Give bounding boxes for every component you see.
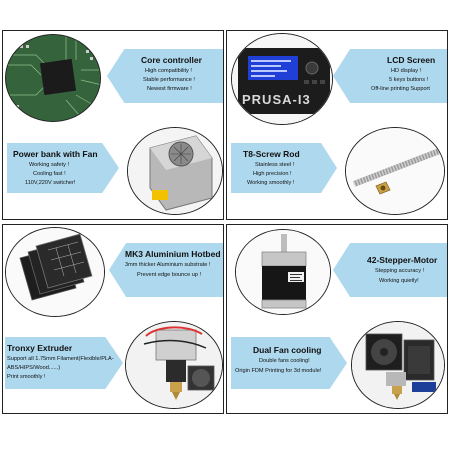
- feature-panel-core-controller: Core controller High compatibility ! Sta…: [2, 30, 224, 220]
- feature-panel-lcd-screen: PRUSA-I3 LCD Screen HD display ! 5 keys …: [226, 30, 448, 220]
- feature-line: HD display !: [391, 68, 422, 74]
- feature-title: LCD Screen: [387, 55, 436, 65]
- feature-line: Stainless steel !: [255, 162, 295, 168]
- feature-line: Double fans cooling!: [259, 358, 310, 364]
- feature-title: T8-Screw Rod: [243, 149, 300, 159]
- feature-line: Stable performance !: [143, 77, 195, 83]
- screw-rod-banner: [231, 143, 337, 193]
- feature-line: Prevent edge bounce up !: [137, 272, 202, 278]
- extruder-photo: [125, 321, 223, 409]
- feature-title: Tronxy Extruder: [7, 343, 73, 353]
- feature-title: Core controller: [141, 55, 202, 65]
- feature-line: High compatibility !: [145, 68, 192, 74]
- feature-line: Origin FDM Printing for 3d module!: [235, 368, 322, 374]
- feature-line: Cooling fast !: [33, 171, 66, 177]
- lcd-screen-banner: [333, 49, 447, 103]
- feature-line: Stepping accuracy !: [375, 268, 425, 274]
- dual-fan-photo: [351, 321, 445, 409]
- feature-line: ABS/HIPS/Wood......): [7, 365, 61, 371]
- screw-rod-photo: [345, 127, 445, 215]
- core-controller-banner: [107, 49, 223, 103]
- lcd-panel-photo: PRUSA-I3: [231, 33, 333, 125]
- feature-line: Newest firmware !: [147, 86, 192, 92]
- feature-line: Working smoothly !: [247, 180, 295, 186]
- power-bank-banner: [7, 143, 119, 193]
- feature-panel-stepper-motor: 42-Stepper-Motor Stepping accuracy ! Wor…: [226, 224, 448, 414]
- feature-line: Working safety !: [29, 162, 70, 168]
- feature-line: Off-line printing Support: [371, 86, 430, 92]
- feature-line: High precision !: [253, 171, 292, 177]
- feature-title: 42-Stepper-Motor: [367, 255, 438, 265]
- feature-title: MK3 Aluminium Hotbed: [125, 249, 221, 259]
- lcd-frame-label: PRUSA-I3: [242, 92, 311, 107]
- feature-line: Working quietly!: [379, 278, 419, 284]
- feature-line: 5 keys buttons !: [389, 77, 429, 83]
- hotbed-banner: [109, 243, 223, 297]
- feature-line: Print smoothly !: [7, 374, 46, 380]
- feature-title: Dual Fan cooling: [253, 345, 322, 355]
- stepper-motor-banner: [333, 243, 447, 297]
- feature-line: Support all 1.75mm Filament(Flexible/PLA…: [7, 356, 114, 362]
- feature-title: Power bank with Fan: [13, 149, 98, 159]
- controller-board-photo: [5, 34, 101, 122]
- dual-fan-banner: [231, 337, 347, 389]
- hotbed-photo: [5, 227, 105, 317]
- stepper-motor-photo: [235, 229, 331, 315]
- feature-panel-hotbed: MK3 Aluminium Hotbed 3mm thicker Alumini…: [2, 224, 224, 414]
- feature-line: 110V,220V switcher!: [25, 180, 76, 186]
- extruder-banner: [5, 337, 123, 389]
- feature-line: 3mm thicker Aluminium substrate !: [125, 262, 211, 268]
- power-supply-photo: [127, 127, 223, 215]
